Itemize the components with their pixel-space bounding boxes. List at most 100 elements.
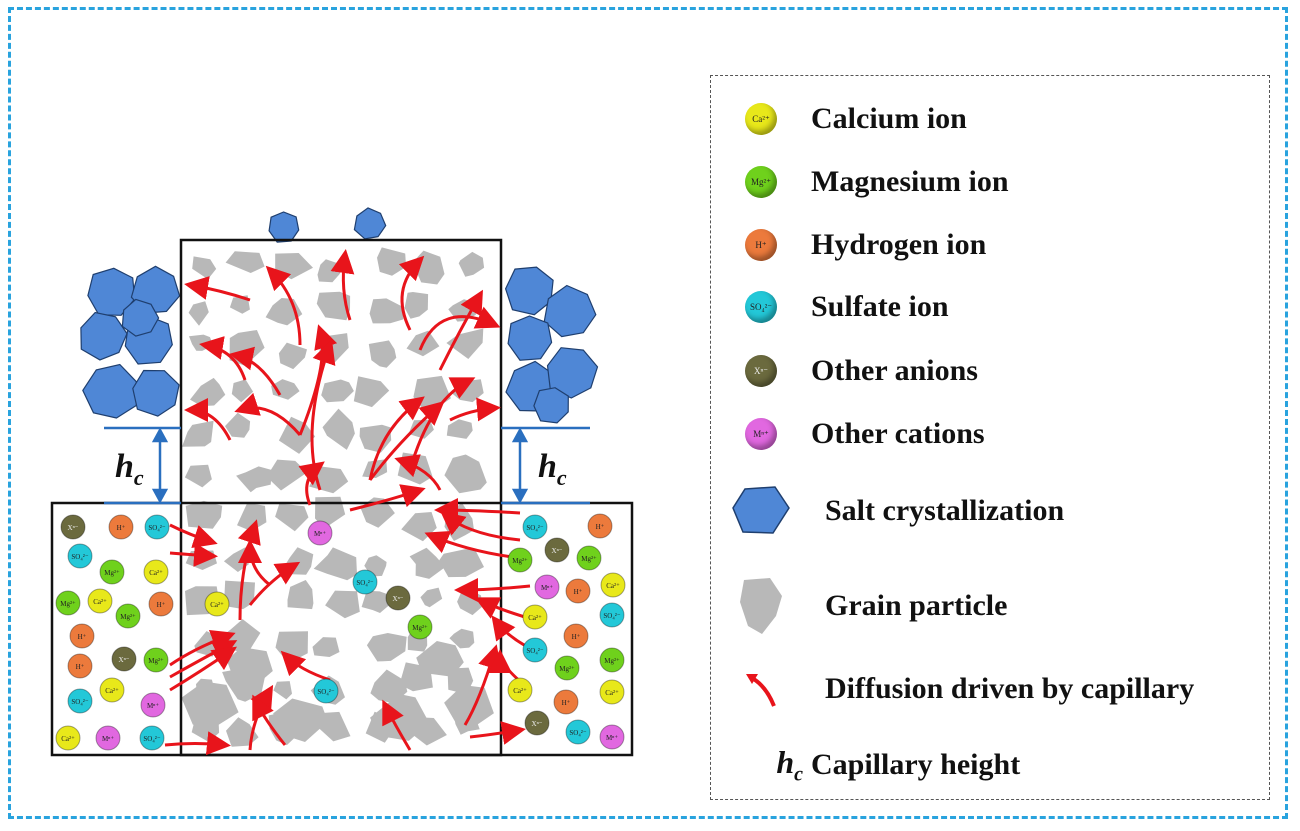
diffusion-arrow	[298, 324, 338, 436]
ion-marker	[69, 623, 95, 649]
other-cation-icon: Mⁿ⁺	[745, 418, 777, 450]
grain-particle	[444, 685, 494, 726]
ion-marker	[544, 537, 570, 563]
legend-item-diffusion: Diffusion driven by capillary	[711, 666, 1194, 712]
ion-marker-label: H⁺	[78, 633, 87, 641]
legend-item-magnesium: Mg²⁺ Magnesium ion	[711, 165, 1009, 199]
grain-particle	[359, 424, 392, 453]
ion-marker-label: Xⁿ⁻	[532, 720, 543, 728]
grain-particle	[412, 250, 445, 285]
ion-marker	[600, 572, 626, 598]
legend-item-grain: Grain particle	[711, 576, 1007, 636]
ion-marker-label: Mg²⁺	[559, 665, 575, 673]
ion-marker	[67, 688, 93, 714]
grain-particle	[188, 301, 209, 326]
ion-marker	[115, 603, 141, 629]
grain-particle	[184, 464, 212, 488]
ion-marker	[565, 578, 591, 604]
grain-particle	[275, 503, 309, 532]
grain-particle	[316, 291, 351, 321]
grain-particle	[444, 502, 474, 541]
ion-marker	[67, 543, 93, 569]
ion-marker	[60, 514, 86, 540]
diffusion-arrow	[398, 255, 425, 331]
ion-marker-label: H⁺	[157, 601, 166, 609]
grain-particle	[278, 416, 316, 454]
grain-particle	[225, 251, 265, 273]
ion-marker-label: H⁺	[76, 663, 85, 671]
ion-marker-label: Ca²⁺	[105, 687, 119, 695]
grain-particle	[275, 631, 308, 664]
ion-marker-label: Ca²⁺	[606, 582, 620, 590]
grain-particle	[315, 496, 346, 529]
legend-item-other-cations: Mⁿ⁺ Other cations	[711, 417, 985, 451]
ion-marker-label: H⁺	[562, 699, 571, 707]
grain-particle	[353, 376, 390, 408]
grain-particle	[266, 459, 308, 491]
salt-crystal	[132, 369, 180, 417]
salt-crystal	[87, 267, 136, 316]
ion-marker	[352, 569, 378, 595]
grain-particle	[192, 256, 217, 280]
ion-marker-label: SO₄²⁻	[148, 524, 165, 532]
ion-marker	[87, 588, 113, 614]
ion-marker-label: Xⁿ⁻	[119, 656, 130, 664]
grain-particle	[237, 502, 267, 532]
grain-particle	[236, 466, 272, 493]
grain-particle	[369, 298, 404, 324]
salt-crystal	[504, 266, 554, 316]
ion-marker	[554, 655, 580, 681]
diffusion-arrow	[298, 461, 325, 506]
diffusion-arrow	[184, 276, 251, 302]
calcium-ion-icon: Ca²⁺	[745, 103, 777, 135]
salt-crystal	[533, 387, 569, 424]
grain-particle	[189, 334, 214, 351]
salt-crystal-icon	[732, 486, 790, 534]
diffusion-arrow	[237, 519, 261, 621]
ion-marker-label: SO₄²⁻	[143, 735, 160, 743]
grain-particle	[458, 251, 485, 277]
grain-particle	[325, 590, 360, 619]
diffusion-arrow	[169, 542, 218, 567]
ion-marker-label: Mg²⁺	[512, 557, 528, 565]
ion-marker	[599, 679, 625, 705]
capillary-height-right	[501, 426, 590, 505]
legend-item-other-anions: Xⁿ⁻ Other anions	[711, 354, 978, 388]
diffusion-arrow	[238, 539, 271, 587]
ion-marker	[99, 677, 125, 703]
ion-marker-label: Mg²⁺	[104, 569, 120, 577]
grain-particle	[322, 408, 355, 450]
capillary-height-symbol: hc	[776, 744, 803, 786]
grain-particle	[377, 247, 407, 276]
grain-particle	[225, 412, 251, 438]
diffusion-arrow	[265, 265, 302, 346]
diffusion-arrow	[169, 523, 218, 548]
ion-marker	[95, 725, 121, 751]
ion-marker-label: Mⁿ⁺	[314, 530, 326, 538]
diffusion-arrow	[330, 249, 355, 321]
diffusion-arrow	[440, 511, 521, 542]
ion-marker-label: SO₄²⁻	[526, 524, 543, 532]
grain-particle	[182, 420, 214, 447]
legend-item-capillary-height: hc Capillary height	[776, 744, 1021, 786]
legend-item-hydrogen: H⁺ Hydrogen ion	[711, 228, 986, 262]
ion-marker-label: Xⁿ⁻	[552, 547, 563, 555]
ion-marker	[111, 646, 137, 672]
ion-marker	[99, 559, 125, 585]
figure-frame	[8, 7, 1288, 819]
ion-marker	[148, 591, 174, 617]
ion-marker	[534, 574, 560, 600]
grain-particle	[226, 647, 273, 683]
grain-particle	[449, 628, 475, 649]
grain-particle	[446, 328, 484, 359]
ion-marker	[143, 647, 169, 673]
diffusion-arrow	[169, 640, 238, 679]
ion-marker	[385, 585, 411, 611]
grain-particle	[444, 454, 487, 494]
diffusion-arrow	[394, 454, 442, 491]
diffusion-arrow	[454, 577, 531, 602]
diffusion-arrow	[164, 731, 231, 756]
grain-particle	[273, 681, 292, 700]
grain-particle	[404, 292, 429, 319]
